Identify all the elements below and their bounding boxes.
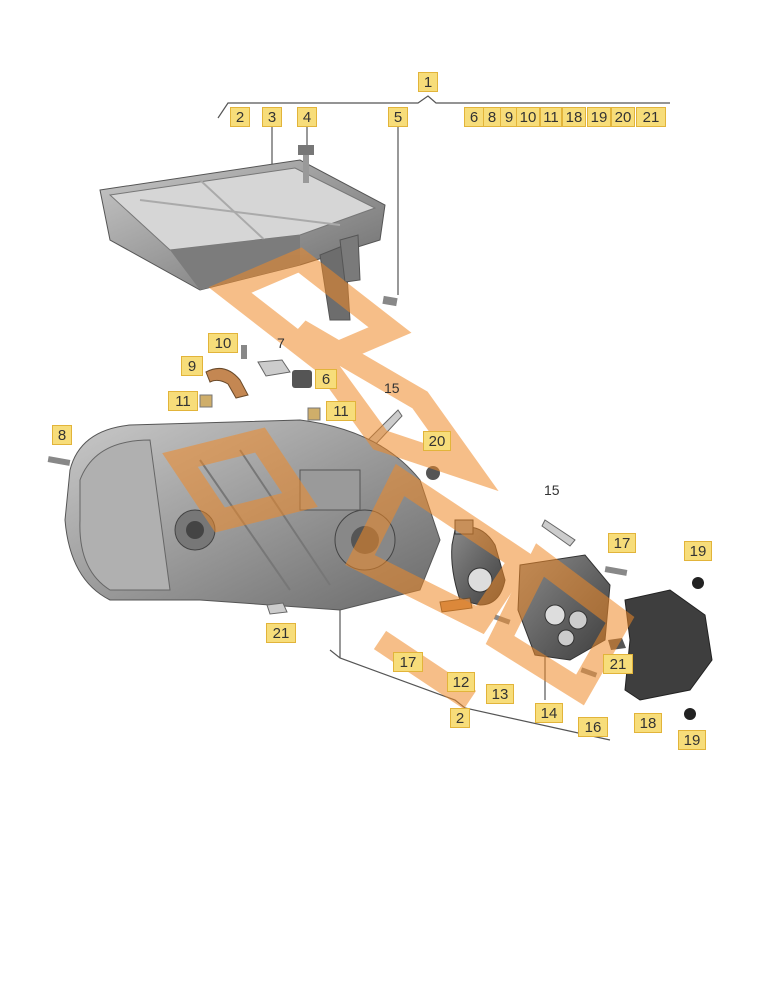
callout-9: 9 bbox=[181, 356, 203, 376]
callout-18-top: 18 bbox=[562, 107, 586, 127]
callout-21-top: 21 bbox=[636, 107, 666, 127]
end-cover bbox=[624, 577, 713, 720]
bolt-4 bbox=[298, 145, 314, 183]
bolt-5 bbox=[382, 295, 398, 307]
callout-19-top: 19 bbox=[587, 107, 611, 127]
callout-17-right: 17 bbox=[608, 533, 636, 553]
callout-21-left: 21 bbox=[266, 623, 296, 643]
top-leader-lines bbox=[217, 95, 670, 295]
callout-2: 2 bbox=[230, 107, 250, 127]
callout-21-right: 21 bbox=[603, 654, 633, 674]
callout-19-lower: 19 bbox=[678, 730, 706, 750]
callout-5: 5 bbox=[388, 107, 408, 127]
callout-11-right: 11 bbox=[326, 401, 356, 421]
callout-6-top: 6 bbox=[464, 107, 484, 127]
callout-4: 4 bbox=[297, 107, 317, 127]
callout-8: 8 bbox=[52, 425, 72, 445]
callout-11-top: 11 bbox=[540, 107, 562, 127]
callout-18: 18 bbox=[634, 713, 662, 733]
callout-1: 1 bbox=[418, 72, 438, 92]
bolt-8 bbox=[47, 456, 71, 466]
callout-19-upper: 19 bbox=[684, 541, 712, 561]
callout-2-bottom: 2 bbox=[450, 708, 470, 728]
callout-17-bottom: 17 bbox=[393, 652, 423, 672]
callout-12: 12 bbox=[447, 672, 475, 692]
watermark bbox=[162, 247, 635, 710]
callout-11-left: 11 bbox=[168, 391, 198, 411]
callout-10-top: 10 bbox=[516, 107, 540, 127]
callout-3: 3 bbox=[262, 107, 282, 127]
callout-20: 20 bbox=[423, 431, 451, 451]
callout-10: 10 bbox=[208, 333, 238, 353]
label-15-upper: 15 bbox=[384, 380, 400, 396]
callout-8-top: 8 bbox=[483, 107, 501, 127]
callout-13: 13 bbox=[486, 684, 514, 704]
label-7: 7 bbox=[277, 335, 285, 351]
callout-20-top: 20 bbox=[611, 107, 635, 127]
callout-6: 6 bbox=[315, 369, 337, 389]
label-15-lower: 15 bbox=[544, 482, 560, 498]
callout-16: 16 bbox=[578, 717, 608, 737]
callout-14: 14 bbox=[535, 703, 563, 723]
